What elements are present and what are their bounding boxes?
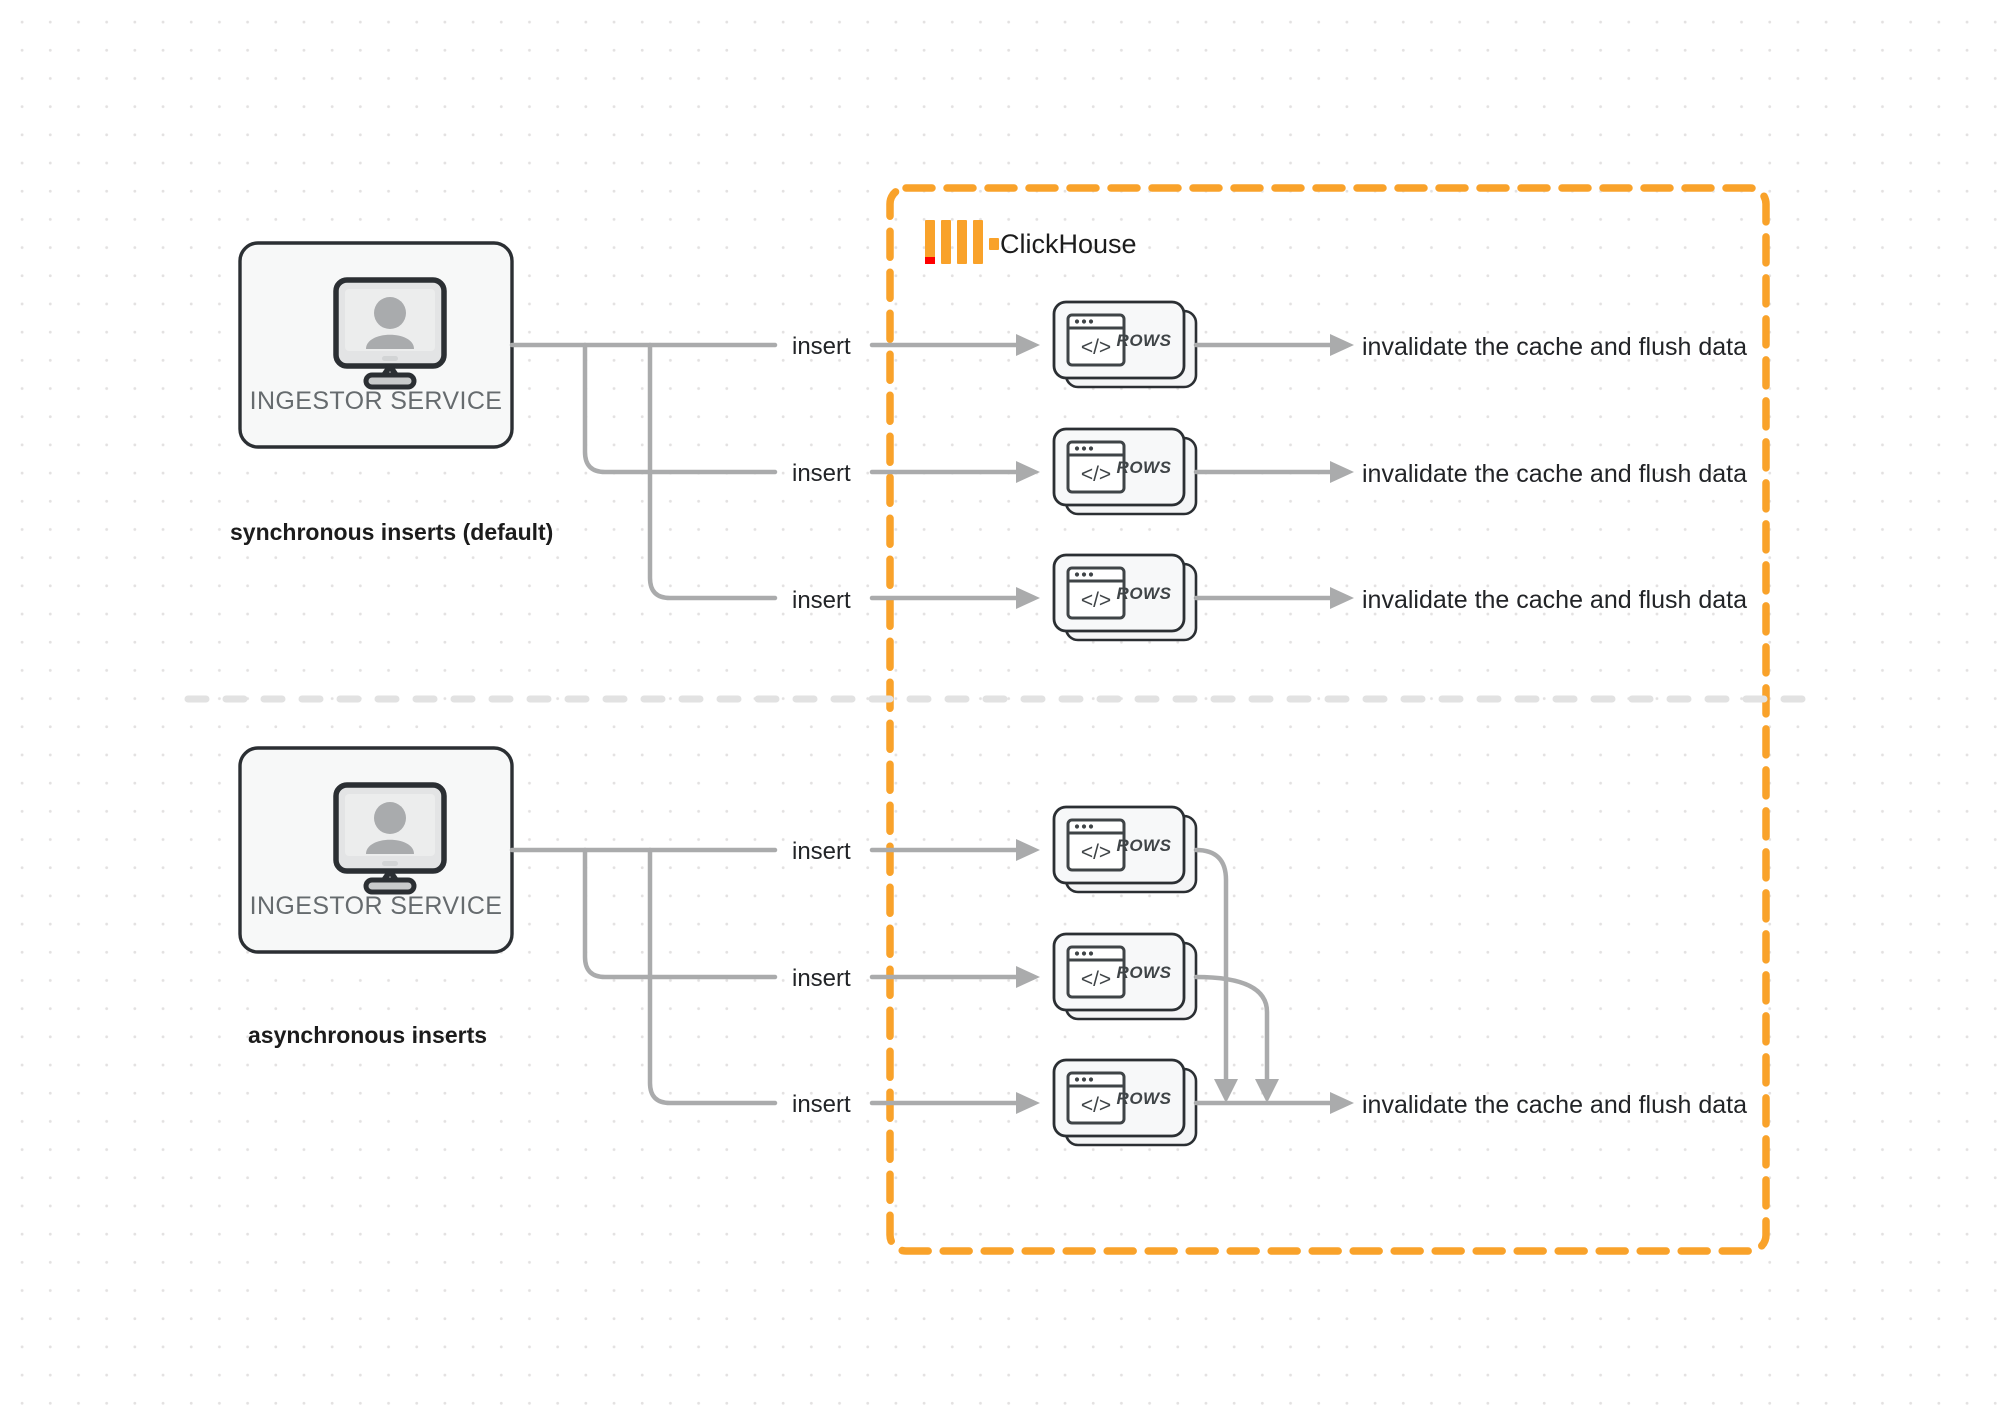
- sync-ingestor-service[interactable]: INGESTOR SERVICE: [238, 241, 514, 449]
- clickhouse-boundary: [886, 184, 1770, 1255]
- async-insert-row-3: insert: [792, 1091, 1040, 1118]
- sync-insert-label-1: insert: [792, 333, 851, 360]
- sync-insert-row-3: insert: [792, 587, 1040, 614]
- sync-output-label-1: invalidate the cache and flush data: [1362, 333, 1747, 361]
- sync-output-label-2: invalidate the cache and flush data: [1362, 460, 1747, 488]
- sync-insert-row-1: insert: [792, 333, 1040, 360]
- clickhouse-brand-label: ClickHouse: [1000, 229, 1137, 259]
- async-service-label: INGESTOR SERVICE: [250, 892, 503, 920]
- async-output-label-1: invalidate the cache and flush data: [1362, 1091, 1747, 1119]
- async-insert-label-2: insert: [792, 965, 851, 992]
- sync-rows-label-3: ROWS: [1117, 584, 1172, 603]
- clickhouse-logo: [925, 220, 999, 264]
- sync-section-title: synchronous inserts (default): [230, 519, 553, 545]
- sync-output-2: invalidate the cache and flush data: [1193, 460, 1747, 488]
- async-rows-card-1[interactable]: ROWS: [1052, 805, 1198, 894]
- async-insert-row-2: insert: [792, 965, 1040, 992]
- async-rows-card-3[interactable]: ROWS: [1052, 1058, 1198, 1147]
- sync-rows-card-3[interactable]: ROWS: [1052, 553, 1198, 642]
- sync-output-1: invalidate the cache and flush data: [1193, 333, 1747, 361]
- sync-insert-label-3: insert: [792, 587, 851, 614]
- async-ingestor-service[interactable]: INGESTOR SERVICE: [238, 746, 514, 954]
- sync-branch-edges: [509, 342, 778, 601]
- async-rows-label-2: ROWS: [1117, 963, 1172, 982]
- clickhouse-brand: ClickHouse: [925, 220, 1137, 264]
- async-merge-edges: [1193, 847, 1354, 1114]
- async-insert-label-3: insert: [792, 1091, 851, 1118]
- async-branch-edges: [509, 847, 778, 1106]
- sync-rows-label-2: ROWS: [1117, 458, 1172, 477]
- async-section-title: asynchronous inserts: [248, 1022, 487, 1048]
- sync-service-label: INGESTOR SERVICE: [250, 387, 503, 415]
- sync-insert-row-2: insert: [792, 460, 1040, 487]
- sync-rows-label-1: ROWS: [1117, 331, 1172, 350]
- sync-output-label-3: invalidate the cache and flush data: [1362, 586, 1747, 614]
- async-insert-label-1: insert: [792, 838, 851, 865]
- async-insert-row-1: insert: [792, 838, 1040, 865]
- sync-rows-card-2[interactable]: ROWS: [1052, 427, 1198, 516]
- async-rows-card-2[interactable]: ROWS: [1052, 932, 1198, 1021]
- sync-insert-label-2: insert: [792, 460, 851, 487]
- sync-output-3: invalidate the cache and flush data: [1193, 586, 1747, 614]
- async-rows-label-1: ROWS: [1117, 836, 1172, 855]
- async-rows-label-3: ROWS: [1117, 1089, 1172, 1108]
- sync-rows-card-1[interactable]: ROWS: [1052, 300, 1198, 389]
